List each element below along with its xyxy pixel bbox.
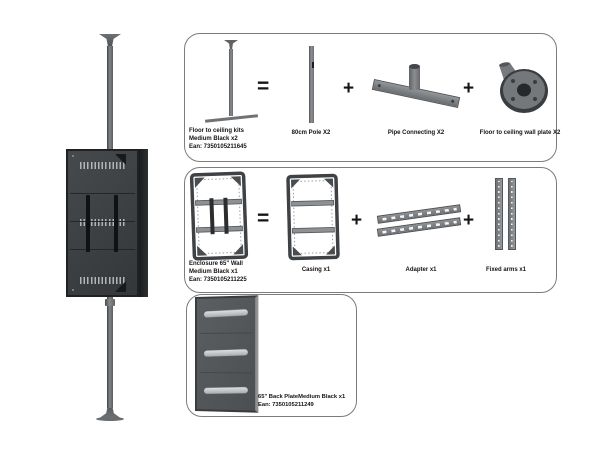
screw-dot [72,155,74,157]
plus-sign: + [351,210,363,231]
back-plate-icon [195,295,259,413]
product-label-line: Enclosure 65" Wall [189,261,243,267]
adapter-icon [375,202,465,244]
product-label-line: Ean: 7350105211249 [258,402,314,408]
fixed-arms-icon [493,178,519,250]
corner-bracket-icon [115,281,126,292]
product-label-line: Ean: 7350105211225 [189,277,247,283]
vent-strip-middle [80,219,126,226]
product-label: Enclosure 65" Wall Medium Black x1 Ean: … [189,260,284,284]
enclosure-face [66,149,139,297]
cross-bar-line [70,249,135,250]
enclosure-breakdown-panel: = + + Enclosure 65" Wall Medium Black x1… [184,167,557,293]
pipe-connector-icon [371,64,461,124]
kit-breakdown-panel: = + + Floor to ceiling kits Me [184,33,560,162]
product-label-line: 65" Back PlateMedium Black x1 [258,394,346,400]
plate-bracket-strip [203,348,249,357]
screw-hole [377,83,382,87]
pipe-connector-cylinder [409,64,420,90]
cross-bar-line [70,221,135,222]
enclosure-back-panel [66,149,148,297]
plus-sign: + [463,78,475,99]
pole-notch [311,62,314,68]
product-label: 65" Back PlateMedium Black x1 Ean: 73501… [258,393,354,409]
screw-hole [451,99,455,103]
component-label: 80cm Pole X2 [291,130,331,136]
equals-sign: = [257,75,270,98]
upper-pole [107,46,113,152]
wall-plate-icon [499,62,548,113]
screw-dot [72,289,74,291]
component-label: Adapter x1 [405,267,437,273]
pole-80cm-icon [309,46,314,123]
plate-bracket-strip [203,387,249,394]
product-label: Floor to ceiling kits Medium Black x2 Ea… [189,127,284,151]
kit-ceiling-cone-icon [224,40,238,50]
fixed-arm-bar [508,178,516,250]
cross-bar-line [70,193,135,194]
backplate-panel: 65" Back PlateMedium Black x1 Ean: 73501… [186,294,357,417]
floor-base-shadow [96,417,124,421]
plate-seam [200,332,252,335]
fixed-arm-bar [495,178,503,250]
component-label: Fixed arms x1 [485,267,527,273]
equals-sign: = [257,207,270,230]
product-label-line: Medium Black x1 [189,269,238,275]
mount-rail-left [86,195,90,252]
product-label-line: Ean: 7350105211645 [189,144,247,150]
component-label: Pipe Connecting X2 [387,130,445,136]
mount-rail-right [114,195,118,252]
component-label: Floor to ceiling wall plate X2 [479,130,561,136]
lower-pole [107,296,113,408]
product-label-line: Floor to ceiling kits [189,128,245,134]
pole-coupler [105,299,115,306]
plus-sign: + [463,210,475,231]
kit-pole-icon [229,49,233,116]
plus-sign: + [343,78,355,99]
enclosure-icon [189,171,249,261]
plate-bracket-strip [203,309,249,318]
vent-strip-top [80,162,126,169]
corner-bracket-icon [115,154,126,165]
vent-strip-bottom [80,277,126,284]
plate-seam [200,371,252,374]
floor-to-ceiling-kit-icon [203,40,261,124]
casing-icon [286,173,340,261]
component-label: Casing x1 [301,267,331,273]
enclosure-side-panel [139,149,148,297]
product-label-line: Medium Black x2 [189,136,238,142]
